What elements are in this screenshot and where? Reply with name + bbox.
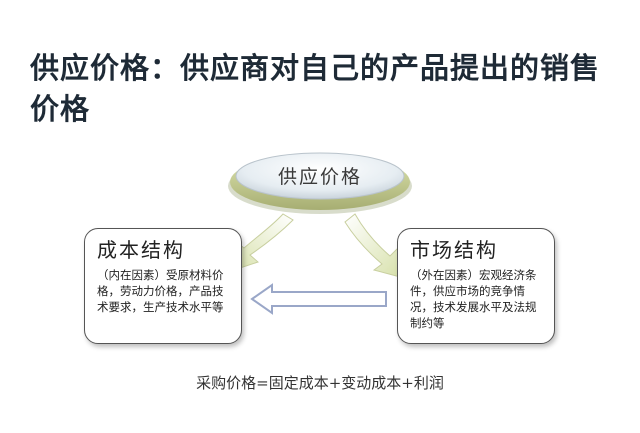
curved-arrow-right [344, 213, 405, 279]
cost-structure-box: 成本结构 （内在因素）受原材料价格，劳动力价格，产品技术要求，生产技术水平等 [84, 228, 242, 344]
cost-structure-text: （内在因素）受原材料价格，劳动力价格，产品技术要求，生产技术水平等 [97, 268, 224, 314]
center-label: 供应价格 [277, 166, 362, 188]
slide-title: 供应价格：供应商对自己的产品提出的销售价格 [30, 51, 601, 126]
market-structure-title: 市场结构 [410, 238, 498, 262]
center-disc [228, 152, 412, 214]
curved-arrow-left [227, 213, 294, 273]
cost-structure-title: 成本结构 [97, 238, 185, 262]
price-formula: 采购价格=固定成本+变动成本+利润 [196, 374, 444, 392]
market-structure-text: （外在因素）宏观经济条件，供应市场的竞争情况，技术发展水平及法规制约等 [410, 268, 537, 330]
hollow-arrow-left [250, 283, 387, 315]
market-structure-box: 市场结构 （外在因素）宏观经济条件，供应市场的竞争情况，技术发展水平及法规制约等 [397, 228, 555, 344]
